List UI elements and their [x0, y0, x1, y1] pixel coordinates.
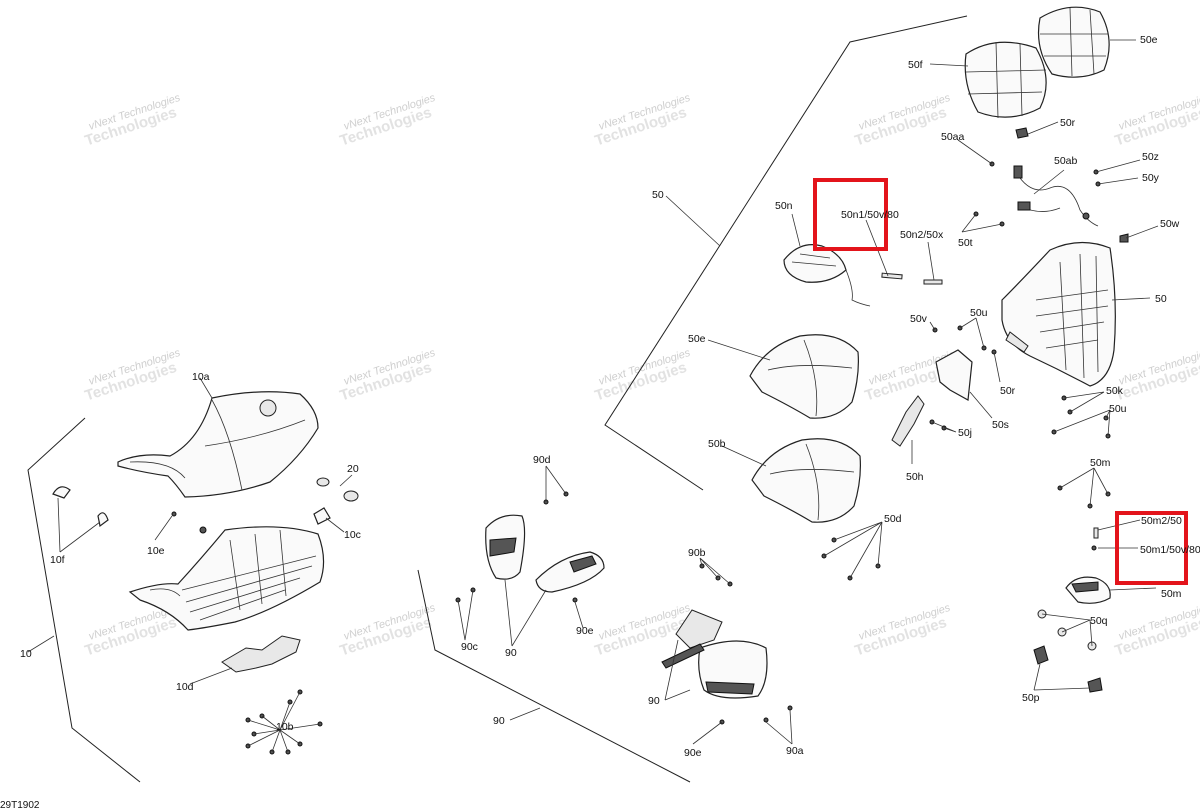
heated-element-50n	[783, 244, 943, 307]
connectors-50p	[1033, 645, 1103, 693]
heater-pad-50h	[891, 349, 973, 447]
callout-labels: 10a 20 10c 10e 10f 10 10d 10b 90d 90b 90…	[0, 34, 1200, 811]
label-50n1: 50n1/50v/80	[841, 209, 899, 221]
backrest-90	[661, 609, 768, 699]
label-90c: 90c	[461, 641, 478, 653]
label-50e-top: 50e	[1140, 34, 1158, 46]
leader-lines-10	[27, 377, 353, 753]
label-50m: 50m	[1090, 457, 1111, 469]
harness-50ab	[1013, 165, 1099, 227]
label-90d: 90d	[533, 454, 551, 466]
label-50aa: 50aa	[941, 131, 965, 143]
label-10a: 10a	[192, 371, 210, 383]
small-parts-10	[52, 477, 359, 755]
label-90-low: 90	[648, 695, 660, 707]
seat-10a	[117, 391, 319, 498]
seat-frame-50	[1001, 241, 1116, 387]
label-50p: 50p	[1022, 692, 1040, 704]
label-50f: 50f	[908, 59, 923, 71]
label-50m2: 50m2/50	[1141, 515, 1182, 527]
label-50v: 50v	[910, 313, 928, 325]
group-50-bracket	[604, 15, 968, 491]
label-90e-mid: 90e	[576, 625, 594, 637]
label-50t: 50t	[958, 237, 973, 249]
label-50m1: 50m1/50v/80	[1140, 544, 1200, 556]
label-90b: 90b	[688, 547, 706, 559]
label-50s: 50s	[992, 419, 1009, 431]
seat-base-10	[128, 526, 325, 631]
label-90a: 90a	[786, 745, 804, 757]
label-50ab: 50ab	[1054, 155, 1078, 167]
label-50u-right: 50u	[1109, 403, 1127, 415]
group-90-bracket	[417, 569, 691, 783]
seat-pad-50b	[751, 438, 861, 523]
label-90-mid: 90	[505, 647, 517, 659]
label-50y: 50y	[1142, 172, 1160, 184]
seat-pad-50e	[749, 334, 859, 419]
label-90e-low: 90e	[684, 747, 702, 759]
label-50e-mid: 50e	[688, 333, 706, 345]
label-10e: 10e	[147, 545, 165, 557]
label-10: 10	[20, 648, 32, 660]
highlight-50m1	[1115, 511, 1188, 585]
label-50h: 50h	[906, 471, 924, 483]
label-10d: 10d	[176, 681, 194, 693]
label-50n2: 50n2/50x	[900, 229, 944, 241]
label-50b: 50b	[708, 438, 726, 450]
figure-id: 29T1902	[0, 800, 40, 811]
backrest-pad-50f	[964, 41, 1047, 119]
label-50u-top: 50u	[970, 307, 988, 319]
label-50: 50	[652, 189, 664, 201]
label-50j: 50j	[958, 427, 972, 439]
label-50n: 50n	[775, 200, 793, 212]
label-50r-top: 50r	[1060, 117, 1076, 129]
label-50k: 50k	[1106, 385, 1124, 397]
label-50-right: 50	[1155, 293, 1167, 305]
switch-50m	[1065, 576, 1111, 604]
heat-shield-10d	[221, 635, 301, 673]
label-50d: 50d	[884, 513, 902, 525]
label-50z: 50z	[1142, 151, 1159, 163]
label-20: 20	[347, 463, 359, 475]
label-10b: 10b	[276, 721, 294, 733]
label-50w: 50w	[1160, 218, 1180, 230]
armrest-left-90	[485, 514, 526, 580]
label-50m-low: 50m	[1161, 588, 1182, 600]
backrest-pad-50e-top	[1037, 6, 1110, 78]
armrest-right-90	[535, 551, 605, 593]
label-10f: 10f	[50, 554, 65, 566]
highlight-50n1	[813, 178, 888, 251]
label-50q: 50q	[1090, 615, 1108, 627]
label-50r-mid: 50r	[1000, 385, 1016, 397]
group-10-bracket	[27, 417, 141, 783]
label-10c: 10c	[344, 529, 361, 541]
label-90: 90	[493, 715, 505, 727]
leader-lines-90	[457, 465, 793, 745]
